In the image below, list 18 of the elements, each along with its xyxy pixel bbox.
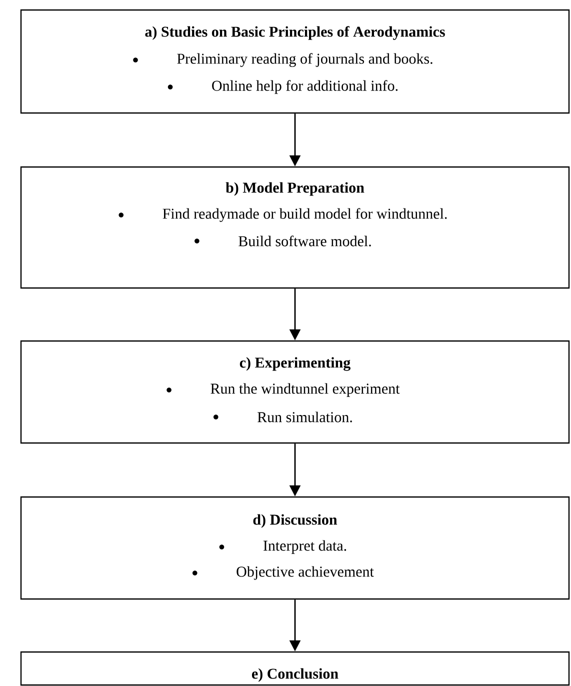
process-box <box>20 9 570 114</box>
bullet-item: Run the windtunnel experiment <box>210 383 400 397</box>
bullet-item: Find readymade or build model for windtunnel. <box>162 208 447 222</box>
process-box <box>20 651 570 686</box>
bullet-item: Online help for additional info. <box>212 80 398 94</box>
process-box <box>20 496 570 600</box>
bullet-item: Run simulation. <box>258 412 352 422</box>
bullet-item: Preliminary reading of journals and books. <box>177 53 432 67</box>
bullet-item: Build software model. <box>238 236 371 246</box>
step-heading: a) Studies on Basic Principles of Aerodynamics <box>145 26 445 40</box>
bullet-item: Objective achievement <box>236 566 374 580</box>
step-heading: d) Discussion <box>253 514 338 528</box>
step-heading: b) Model Preparation <box>226 182 364 196</box>
process-box <box>20 166 570 289</box>
bullet-item: Interpret data. <box>264 540 346 554</box>
step-heading: e) Conclusion <box>252 668 338 682</box>
step-heading: c) Experimenting <box>240 357 350 371</box>
process-box <box>20 340 570 444</box>
